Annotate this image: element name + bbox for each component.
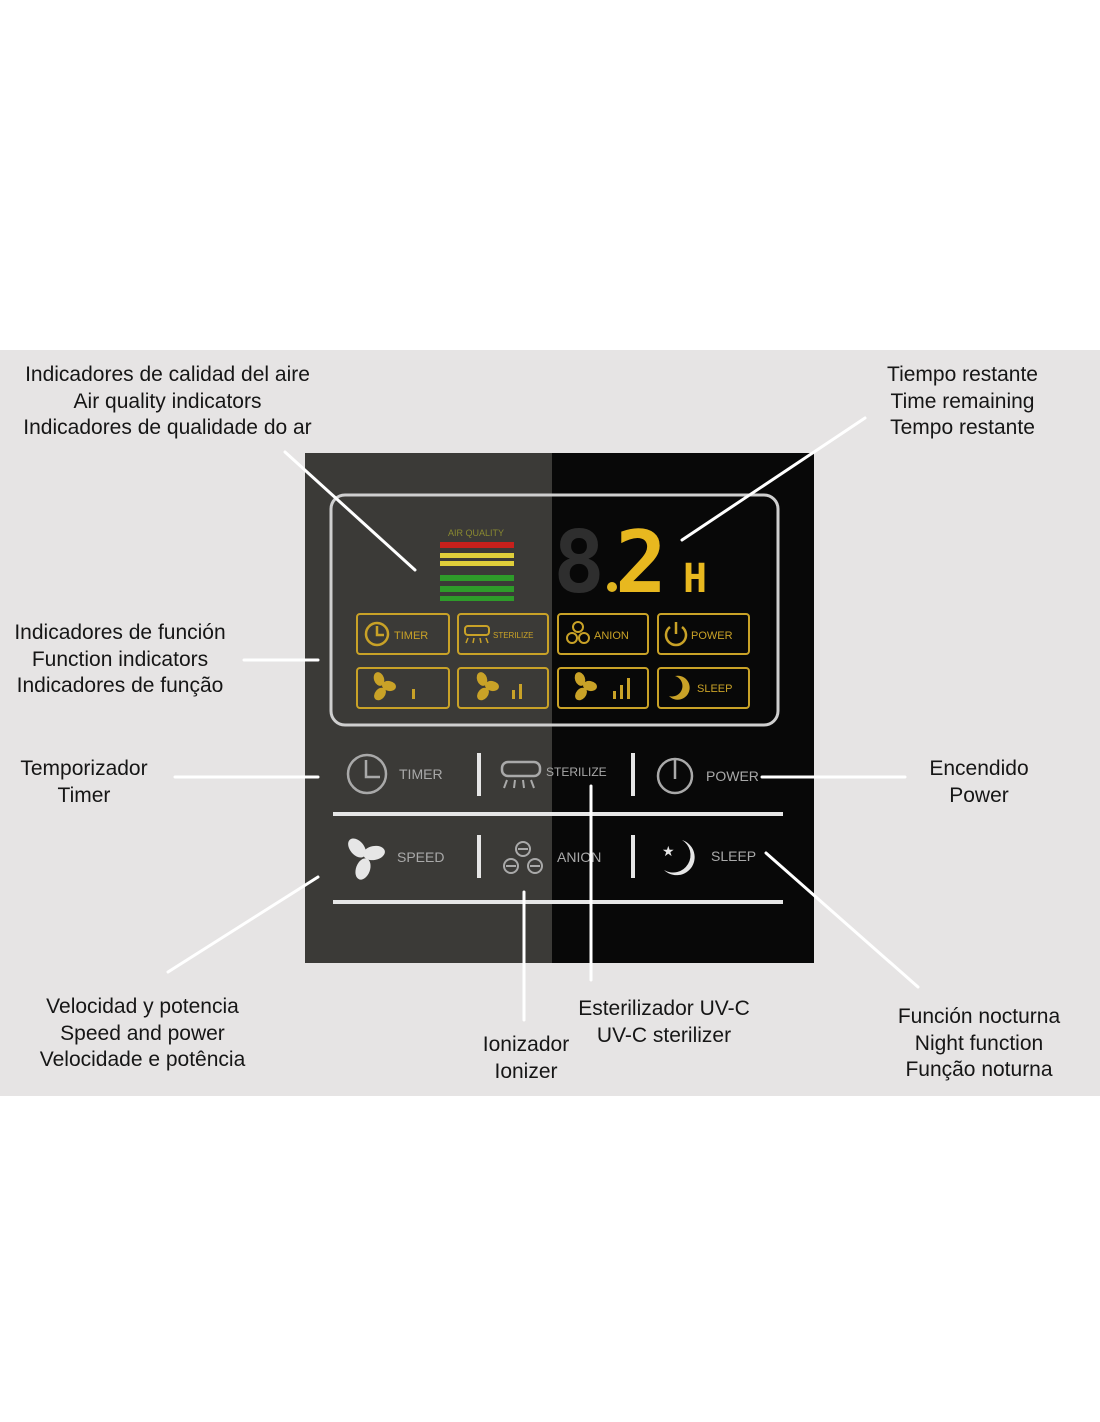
label-time-remaining: Tiempo restante Time remaining Tempo res… [887, 363, 1038, 439]
speed-level-bars [512, 684, 522, 699]
indicator-speed-high [557, 667, 649, 709]
speed-level-bars [412, 689, 415, 699]
display-frame [329, 493, 780, 727]
timer-button-label: TIMER [399, 766, 443, 782]
label-speed: Velocidad y potencia Speed and power Vel… [39, 995, 246, 1071]
uv-lamp-icon [500, 760, 542, 789]
anion-button-label: ANION [557, 849, 601, 865]
indicator-speed-mid [457, 667, 549, 709]
indicator-timer-label: TIMER [394, 630, 428, 642]
fan-icon [574, 672, 597, 701]
label-air-quality: Indicadores de calidad del aire Air qual… [23, 363, 312, 439]
time-unit: H [683, 556, 707, 602]
moon-icon [669, 675, 690, 700]
air-quality-bars [440, 542, 514, 601]
anion-button[interactable]: ANION [503, 841, 601, 874]
label-sterilizer: Esterilizador UV-C UV-C sterilizer [578, 997, 750, 1047]
air-quality-bar-red [440, 542, 514, 548]
callout-lines [166, 416, 920, 1022]
indicator-power: POWER [657, 613, 750, 655]
moon-icon: ★ [662, 840, 695, 876]
air-quality-bar-yellow [440, 553, 514, 558]
air-quality-bar-green [440, 586, 514, 592]
fan-icon [348, 838, 385, 880]
ion-icon [503, 841, 543, 874]
power-icon [664, 622, 688, 647]
indicator-speed-low [356, 667, 450, 709]
label-power: Encendido Power [929, 757, 1029, 807]
sleep-button-label: SLEEP [711, 848, 756, 864]
power-icon [656, 757, 694, 795]
indicator-anion-label: ANION [594, 630, 629, 642]
indicator-power-label: POWER [691, 630, 733, 642]
indicator-sterilize-label: STERILIZE [493, 631, 533, 640]
label-timer: Temporizador Timer [20, 757, 148, 807]
air-quality-caption: AIR QUALITY [448, 528, 504, 538]
indicator-anion: ANION [557, 613, 649, 655]
callout-line-night [764, 851, 920, 989]
label-function-indicators: Indicadores de función Function indicato… [14, 621, 226, 697]
speed-level-bars [613, 678, 630, 699]
callout-line-time [680, 416, 867, 542]
clock-icon [346, 753, 388, 795]
callout-line-air-quality [283, 450, 417, 572]
speed-button[interactable]: SPEED [345, 835, 445, 882]
speed-button-label: SPEED [397, 849, 444, 865]
clock-icon [364, 621, 390, 647]
air-quality-bar-green [440, 596, 514, 601]
sterilize-button[interactable]: STERILIZE [500, 760, 607, 789]
power-button-label: POWER [706, 768, 759, 784]
sleep-button[interactable]: ★ SLEEP [662, 840, 756, 876]
indicator-sterilize: STERILIZE [457, 613, 549, 655]
ion-icon [566, 621, 590, 644]
timer-button[interactable]: TIMER [346, 753, 443, 795]
fan-icon [476, 672, 499, 701]
air-quality-bar-green [440, 575, 514, 581]
indicator-timer: TIMER [356, 613, 450, 655]
time-digit-ghost: 8 [553, 513, 605, 613]
indicator-sleep: SLEEP [657, 667, 750, 709]
time-digit: 2 [615, 513, 667, 613]
star-icon: ★ [662, 843, 675, 859]
label-night-function: Función nocturna Night function Função n… [897, 1005, 1061, 1081]
time-decimal-point [607, 582, 617, 592]
indicator-sleep-label: SLEEP [697, 683, 732, 695]
air-quality-bar-yellow [440, 561, 514, 566]
power-button[interactable]: POWER [656, 757, 759, 795]
label-ionizer: Ionizador Ionizer [482, 1033, 570, 1083]
callout-line-speed [166, 875, 320, 974]
sterilize-button-label: STERILIZE [546, 765, 607, 779]
uv-lamp-icon [464, 625, 490, 644]
fan-icon [373, 672, 396, 701]
